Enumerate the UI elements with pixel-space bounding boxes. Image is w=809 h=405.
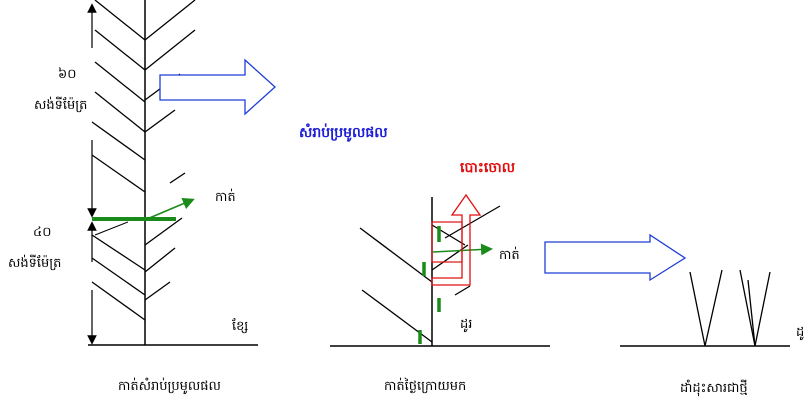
left-upper-branches [91, 0, 196, 193]
middle-plant: បោះចោល កាត់ ដូរ [330, 160, 550, 347]
flow-arrow-2 [544, 233, 687, 282]
right-regrowth-shoots [689, 269, 771, 347]
caption-right: ដាំដុះសារជាថ្មី [680, 379, 748, 397]
left-cut-pointer-arrow [146, 197, 195, 220]
height-top-value: ៦០ [58, 67, 76, 82]
flow-arrow-1 [159, 58, 276, 116]
caption-middle: កាត់ថ្ងៃក្រោយមក [384, 377, 466, 394]
stem-label-middle: ដូរ [460, 317, 472, 333]
middle-branches [359, 205, 501, 343]
left-plant: ៦០ សង់ទីម៉ែត្រ ៤០ សង់ទីម៉ែត្រ កាត់ ខ្សែ [8, 0, 258, 346]
middle-cut-markers [418, 226, 441, 344]
left-hatching [94, 221, 129, 236]
discard-label: បោះចោល [460, 160, 515, 176]
right-plant: ដូ [620, 269, 804, 347]
cut-label-left: កាត់ [215, 188, 236, 205]
cut-label-middle: កាត់ [499, 246, 520, 263]
height-bottom-value: ៤០ [33, 225, 51, 240]
caption-left: កាត់សំរាប់ប្រមូលផល [118, 377, 221, 395]
height-top-unit: សង់ទីម៉ែត្រ [34, 96, 87, 113]
left-lower-branches [91, 217, 183, 321]
height-bottom-unit: សង់ទីម៉ែត្រ [8, 254, 61, 271]
discard-box [431, 221, 463, 263]
stem-label-left: ខ្សែ [232, 317, 248, 334]
for-harvest-title: សំរាប់ប្រមូលផល [299, 123, 388, 142]
stem-label-right: ដូ [796, 325, 804, 341]
